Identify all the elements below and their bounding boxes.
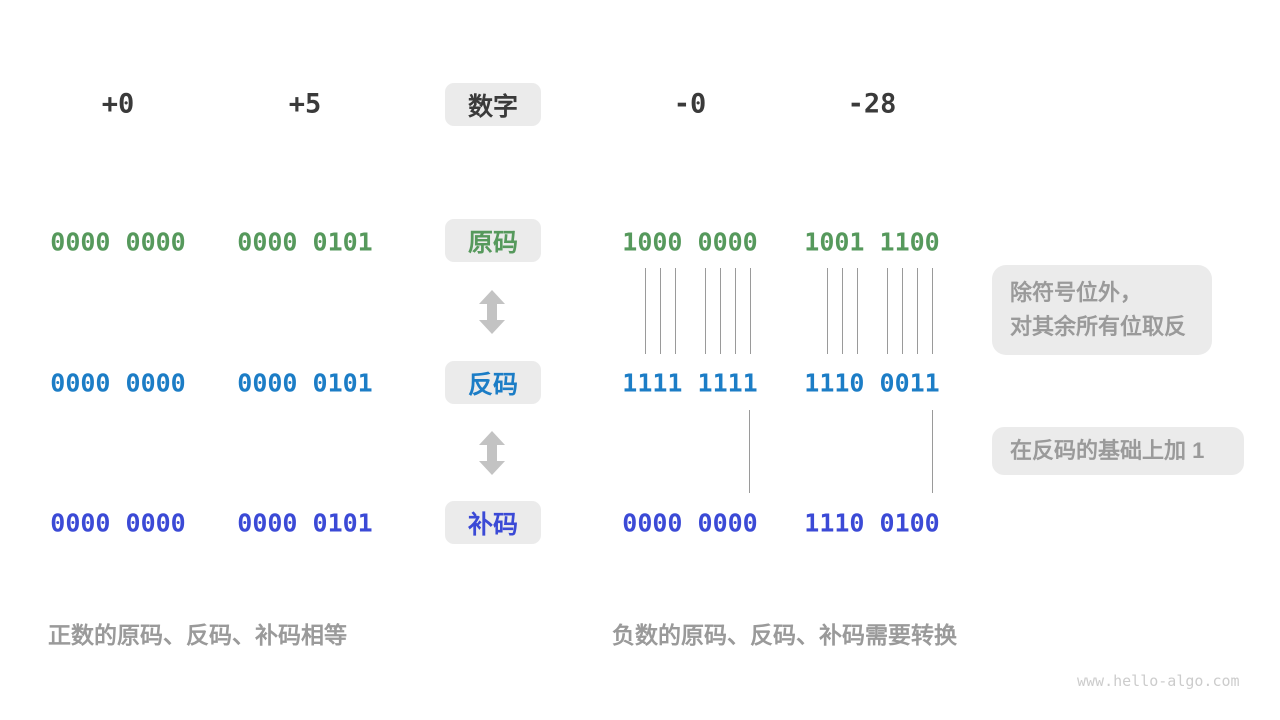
bit-flip-line [720, 268, 721, 354]
bit-flip-line [750, 268, 751, 354]
bit-flip-line [675, 268, 676, 354]
number-label-plus0: +0 [101, 88, 135, 120]
bit-flip-line [660, 268, 661, 354]
number-label-minus0: -0 [673, 88, 707, 120]
binary-value: 1110 0011 [804, 368, 940, 398]
watermark: www.hello-algo.com [1077, 672, 1240, 690]
bit-flip-line [857, 268, 858, 354]
binary-value: 0000 0101 [237, 227, 373, 257]
bit-flip-line [917, 268, 918, 354]
caption-negative: 负数的原码、反码、补码需要转换 [612, 622, 957, 648]
bit-flip-line [735, 268, 736, 354]
annotation-flip-line1: 除符号位外， [1010, 280, 1143, 305]
binary-value: 0000 0000 [50, 227, 186, 257]
bit-flip-line [827, 268, 828, 354]
annotation-add-one-note: 在反码的基础上加 1 [992, 427, 1244, 475]
number-header-chip: 数字 [445, 83, 541, 126]
bit-flip-line [842, 268, 843, 354]
sign-magnitude-chip: 原码 [445, 219, 541, 262]
updown-arrow-icon [479, 431, 505, 475]
number-label-minus28: -28 [847, 88, 897, 120]
bit-flip-line [705, 268, 706, 354]
annotation-flip-line2: 对其余所有位取反 [1010, 314, 1187, 339]
binary-value: 1001 1100 [804, 227, 940, 257]
binary-value: 1000 0000 [622, 227, 758, 257]
twos-complement-chip: 补码 [445, 501, 541, 544]
binary-value: 0000 0101 [237, 508, 373, 538]
binary-value: 1111 1111 [622, 368, 758, 398]
bit-flip-line [932, 268, 933, 354]
binary-value: 0000 0000 [622, 508, 758, 538]
bit-flip-line [887, 268, 888, 354]
add-one-line [932, 410, 933, 493]
ones-complement-chip: 反码 [445, 361, 541, 404]
number-label-plus5: +5 [288, 88, 322, 120]
updown-arrow-icon [479, 290, 505, 334]
caption-positive: 正数的原码、反码、补码相等 [48, 622, 347, 648]
binary-value: 0000 0000 [50, 368, 186, 398]
binary-value: 0000 0000 [50, 508, 186, 538]
binary-value: 1110 0100 [804, 508, 940, 538]
bit-flip-line [902, 268, 903, 354]
annotation-flip-note: 除符号位外， 对其余所有位取反 [992, 265, 1212, 355]
binary-value: 0000 0101 [237, 368, 373, 398]
add-one-line [749, 410, 750, 493]
bit-flip-line [645, 268, 646, 354]
